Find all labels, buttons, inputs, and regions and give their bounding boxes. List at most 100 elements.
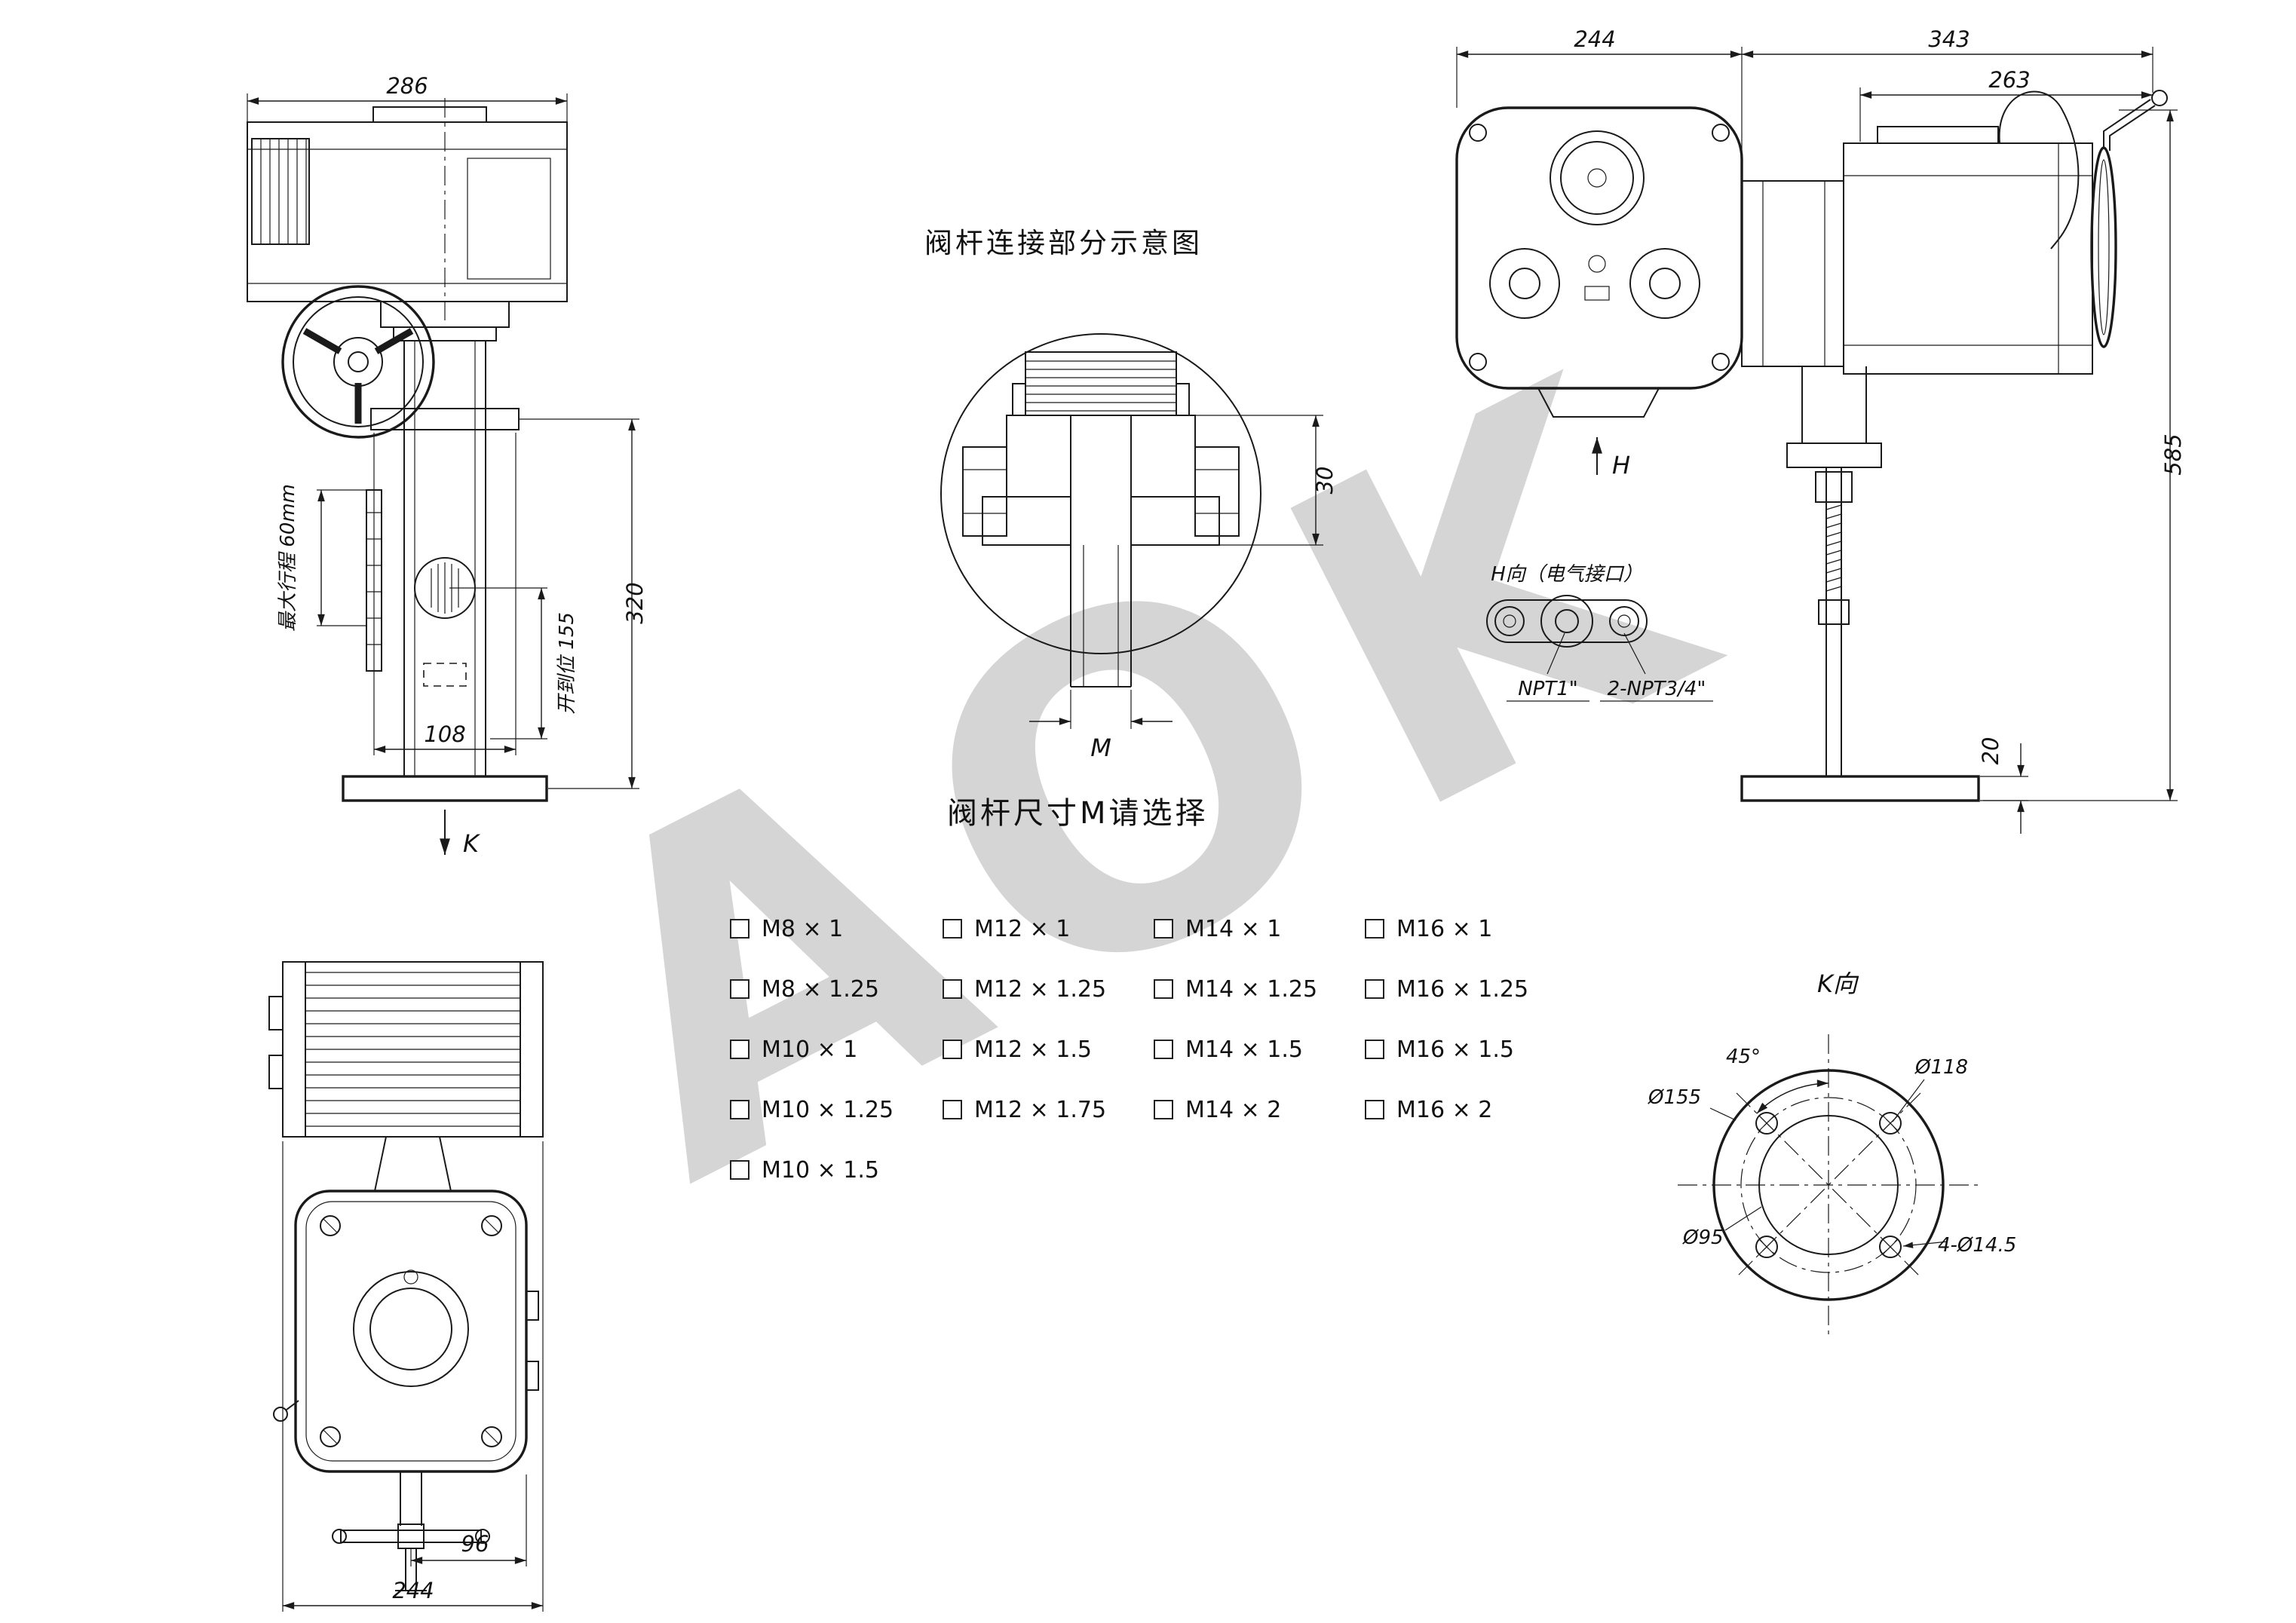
stem-option-label: M14 × 1.5 xyxy=(1185,1036,1303,1063)
stem-options-column-2: M12 × 1 M12 × 1.25 M12 × 1.5 M12 × 1.75 xyxy=(943,899,1106,1140)
dimension-30: 30 xyxy=(1180,415,1338,546)
stem-option[interactable]: M14 × 1.5 xyxy=(1154,1019,1317,1079)
stem-option-checkbox[interactable] xyxy=(730,1040,749,1059)
stem-option-label: M10 × 1 xyxy=(762,1036,858,1063)
stem-option[interactable]: M12 × 1.5 xyxy=(943,1019,1106,1079)
port-label-npt34: 2-NPT3/4" xyxy=(1608,678,1706,700)
stem-option[interactable]: M10 × 1.5 xyxy=(730,1140,894,1200)
stem-option-checkbox[interactable] xyxy=(1154,1040,1173,1059)
dim-label-96: 96 xyxy=(461,1531,489,1557)
stem-option-checkbox[interactable] xyxy=(1365,919,1384,939)
dim-label-108: 108 xyxy=(424,721,465,747)
detail-circle xyxy=(940,333,1261,654)
stem-option[interactable]: M8 × 1.25 xyxy=(730,959,894,1019)
stem-option-checkbox[interactable] xyxy=(1154,1100,1173,1119)
stem-option-label: M10 × 1.25 xyxy=(762,1096,894,1123)
side-handwheel[interactable] xyxy=(2090,90,2168,348)
stem-option-checkbox[interactable] xyxy=(943,979,962,999)
stem-option[interactable]: M16 × 1 xyxy=(1365,899,1528,959)
stem-option[interactable]: M12 × 1 xyxy=(943,899,1106,959)
stem-option-checkbox[interactable] xyxy=(943,1100,962,1119)
dim-label-244: 244 xyxy=(392,1578,434,1603)
stem-option[interactable]: M10 × 1.25 xyxy=(730,1079,894,1140)
h-direction-arrow: H xyxy=(1592,437,1630,479)
stem-detail-drawing: 30 M xyxy=(940,333,1338,762)
yoke-column xyxy=(370,301,520,776)
stem-option-label: M12 × 1.25 xyxy=(974,975,1107,1003)
dimension-286: 286 xyxy=(247,73,568,122)
stem-option-checkbox[interactable] xyxy=(730,1100,749,1119)
stem-option-checkbox[interactable] xyxy=(1365,1100,1384,1119)
stem-option[interactable]: M10 × 1 xyxy=(730,1019,894,1079)
stem-option-checkbox[interactable] xyxy=(943,919,962,939)
port-label-npt1: NPT1" xyxy=(1518,678,1578,700)
stem-option-checkbox[interactable] xyxy=(1365,1040,1384,1059)
stem-options-grid: M8 × 1 M8 × 1.25 M10 × 1 M10 × 1.25 M10 … xyxy=(730,899,1620,1215)
stem-option-label: M16 × 1 xyxy=(1396,915,1493,942)
k-direction-arrow: K xyxy=(440,810,481,858)
travel-indicator: 最大行程 60mm xyxy=(277,484,382,672)
dimension-320: 320 xyxy=(519,418,648,789)
stem-option-checkbox[interactable] xyxy=(730,979,749,999)
bolt-holes xyxy=(1755,1112,1902,1258)
dim-label-343: 343 xyxy=(1928,26,1970,52)
stem-option[interactable]: M14 × 1 xyxy=(1154,899,1317,959)
stem-option-checkbox[interactable] xyxy=(943,1040,962,1059)
dimension-244-side: 244 xyxy=(1456,26,2153,176)
top-view-drawing: 96 244 xyxy=(268,961,544,1612)
stem-option-label: M8 × 1.25 xyxy=(762,975,879,1003)
indicator-port-right xyxy=(1629,248,1700,319)
stem-option[interactable]: M16 × 1.5 xyxy=(1365,1019,1528,1079)
diameter-labels: Ø118 Ø155 Ø95 4-Ø14.5 xyxy=(1648,1056,2016,1257)
dim-label-30: 30 xyxy=(1312,467,1338,495)
handwheel[interactable] xyxy=(281,285,435,439)
stem-option-label: M16 × 1.5 xyxy=(1396,1036,1514,1063)
valve-stem xyxy=(1070,415,1132,687)
stem-options-column-3: M14 × 1 M14 × 1.25 M14 × 1.5 M14 × 2 xyxy=(1154,899,1317,1140)
stem-option-label: M14 × 1 xyxy=(1185,915,1282,942)
front-view-drawing: 286 xyxy=(247,73,648,858)
stem-option-checkbox[interactable] xyxy=(730,1160,749,1180)
electrical-title: H向（电气接口） xyxy=(1491,563,1643,586)
k-direction-label: K xyxy=(463,829,481,858)
dimension-96: 96 xyxy=(410,1474,527,1566)
dim-label-585: 585 xyxy=(2160,433,2186,475)
stem-options-column-4: M16 × 1 M16 × 1.25 M16 × 1.5 M16 × 2 xyxy=(1365,899,1528,1140)
stem-option-checkbox[interactable] xyxy=(1154,979,1173,999)
stem-option[interactable]: M16 × 2 xyxy=(1365,1079,1528,1140)
k-view-title: K向 xyxy=(1817,969,1859,998)
dimension-244-top-view: 244 xyxy=(282,1141,544,1612)
stem-option[interactable]: M8 × 1 xyxy=(730,899,894,959)
dim-label-20: 20 xyxy=(1978,737,2003,765)
cable xyxy=(1998,90,2080,250)
angle-label: 45° xyxy=(1726,1046,1761,1068)
stem-option[interactable]: M12 × 1.75 xyxy=(943,1079,1106,1140)
side-base-plate xyxy=(1740,775,1980,802)
label-outer-diameter: Ø155 xyxy=(1648,1086,1701,1109)
dimension-343: 343 xyxy=(1742,26,2153,58)
stem-options-title: 阀杆尺寸M请选择 xyxy=(947,796,1209,831)
dim-label-244s: 244 xyxy=(1574,26,1615,52)
gearbox-body xyxy=(273,1190,539,1473)
stem-option-checkbox[interactable] xyxy=(730,919,749,939)
dim-label-263: 263 xyxy=(1988,67,2030,93)
stem-option[interactable]: M14 × 2 xyxy=(1154,1079,1317,1140)
label-bolt-circle: Ø118 xyxy=(1914,1056,1968,1079)
h-direction-label: H xyxy=(1612,451,1630,479)
stem-option[interactable]: M12 × 1.25 xyxy=(943,959,1106,1019)
neck xyxy=(373,1136,452,1192)
stem-option-checkbox[interactable] xyxy=(1365,979,1384,999)
stem-option-label: M10 × 1.5 xyxy=(762,1156,879,1184)
stem-option-checkbox[interactable] xyxy=(1154,919,1173,939)
stem-option-label: M14 × 1.25 xyxy=(1185,975,1318,1003)
label-inner-diameter: Ø95 xyxy=(1682,1226,1724,1249)
stem-options-column-1: M8 × 1 M8 × 1.25 M10 × 1 M10 × 1.25 M10 … xyxy=(730,899,894,1200)
stem-option[interactable]: M16 × 1.25 xyxy=(1365,959,1528,1019)
stem-option-label: M16 × 1.25 xyxy=(1396,975,1529,1003)
angle-45: 45° xyxy=(1726,1046,1829,1114)
k-view-drawing: K向 45° Ø118 Ø155 Ø95 4- xyxy=(1648,969,2016,1336)
stem-option[interactable]: M14 × 1.25 xyxy=(1154,959,1317,1019)
dimension-585: 585 xyxy=(1983,109,2186,801)
stem-assembly xyxy=(1740,366,1980,802)
